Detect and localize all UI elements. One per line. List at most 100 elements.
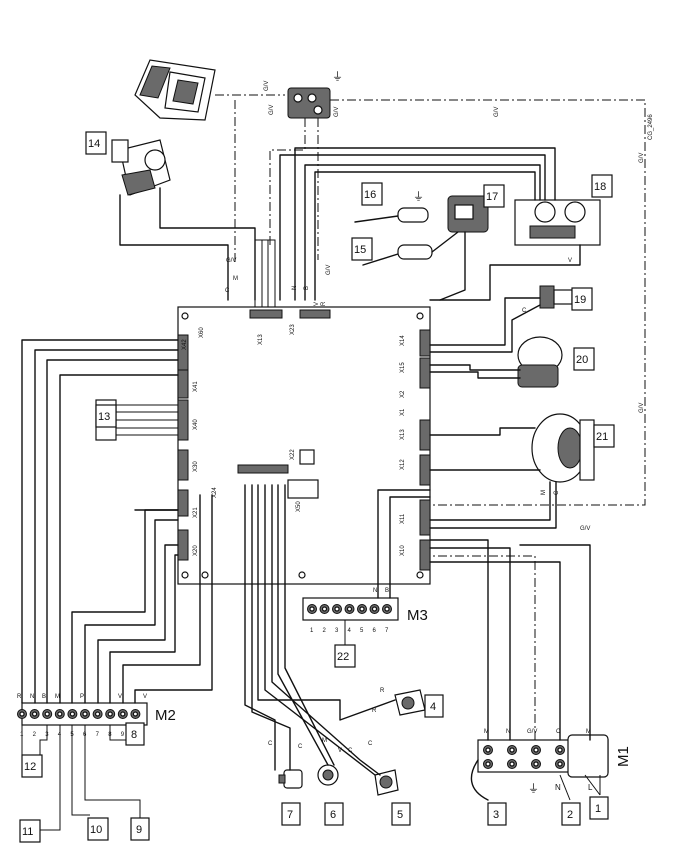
svg-text:12: 12 [24,761,36,773]
m2-terminal-number: 9 [121,732,125,738]
sensor-5 [374,769,399,796]
svg-text:20: 20 [576,354,588,366]
svg-text:N: N [555,783,561,792]
sensor-4 [394,689,426,716]
svg-text:21: 21 [596,431,608,443]
svg-text:X42: X42 [182,339,188,350]
callout-box-10: 10 [87,817,109,841]
callout-box-3: 3 [487,802,507,826]
m2-terminal-screw-head [120,711,126,717]
sensor-4-wire [257,484,396,721]
sensor-6 [317,764,339,786]
sensor [539,285,573,309]
svg-text:⏚: ⏚ [528,782,539,795]
svg-text:M: M [55,694,60,700]
svg-text:X30: X30 [193,461,199,472]
svg-text:G/V: G/V [639,153,645,163]
m3-terminal-number: 3 [335,628,339,634]
sensor-5-wire-1 [264,484,376,776]
sensor-6-wire-1 [277,484,329,766]
svg-text:X22: X22 [290,449,296,460]
valve-wire-5 [429,244,581,301]
fan-wire-3 [429,481,551,521]
callout-box-17: 17 [483,184,505,208]
svg-text:P: P [80,694,84,700]
m3-terminal-number: 4 [348,628,352,634]
callout-2-line [559,774,571,801]
callout-box-6: 6 [324,802,344,826]
m2-wire-v3 [134,494,213,704]
svg-text:G/V: G/V [326,265,332,275]
svg-text:X11: X11 [400,513,406,524]
m2-terminal-number: 2 [33,732,37,738]
m2-terminal-number: 7 [96,732,100,738]
svg-text:G/V: G/V [264,81,270,91]
svg-text:C: C [348,748,353,754]
svg-text:X40: X40 [193,419,199,430]
earth-loop-3 [470,759,489,801]
m1-terminal-screw-head [557,747,563,753]
svg-text:X41: X41 [193,381,199,392]
svg-text:⏚: ⏚ [413,190,424,203]
board-connector-labels: X42 X60 X41 X40 X30 X24 X21 X20 X13 X23 … [182,324,406,556]
svg-text:X1: X1 [400,408,406,416]
sensor-wire-1 [429,297,541,346]
svg-text:18: 18 [594,181,606,193]
callout-box-14: 14 [85,131,107,155]
svg-text:B: B [42,694,46,700]
svg-text:R: R [321,301,327,306]
m3-wire-1 [377,489,431,599]
m2-wire-n [34,349,179,704]
svg-text:N: N [30,694,34,700]
m3-terminal-screw-head [359,606,365,612]
switch-wire-2 [429,371,521,379]
m3-wire-2 [389,496,431,599]
callout-box-15: 15 [351,237,373,261]
pump-wire-1 [119,194,229,301]
earth-line-14 [269,118,306,248]
m3-terminal-number: 1 [310,628,314,634]
svg-text:V: V [314,302,320,306]
svg-text:G/V: G/V [580,526,590,532]
valve-wire-3 [304,164,541,301]
callout-box-22: 22 [334,644,356,668]
svg-text:17: 17 [486,191,498,203]
m2-wire-p [97,544,179,704]
m2-label: M2 [155,707,176,724]
svg-text:4: 4 [430,701,436,713]
svg-text:V: V [568,258,572,264]
m2-terminal-screw-head [19,711,25,717]
svg-text:16: 16 [364,189,376,201]
m3-terminal-screw-head [309,606,315,612]
callout-box-5: 5 [391,802,411,826]
fan-wire-4 [429,481,557,529]
m2-terminal-screw-head [132,711,138,717]
callout-1-line [584,774,601,796]
callout-box-11: 11 [19,819,41,843]
svg-text:10: 10 [90,824,102,836]
m1-terminal-screw-head [533,761,539,767]
svg-text:13: 13 [98,411,110,423]
svg-text:B: B [304,286,310,290]
svg-text:X14: X14 [400,335,406,346]
callout-box-4: 4 [424,694,444,718]
m1-wire-n [429,547,511,741]
m2-wire-m [59,374,179,704]
svg-text:M: M [541,490,547,495]
callout-12-line [21,725,48,760]
svg-text:C: C [298,744,303,750]
svg-text:M: M [586,729,591,735]
m2-wire-x21b [84,519,179,704]
svg-text:C: C [268,741,273,747]
callout-box-18: 18 [591,174,613,198]
svg-text:2: 2 [567,809,573,821]
svg-text:1: 1 [595,803,601,815]
m3-terminal-screw-head [371,606,378,612]
fan-wire-1 [429,427,536,436]
callout-box-9: 9 [130,817,150,841]
m1-terminal-screw-head [509,761,515,767]
m3-terminal-screw-head [384,606,390,612]
svg-text:C: C [554,490,560,495]
svg-text:5: 5 [397,809,403,821]
m1-terminal-screw-head [533,747,539,753]
